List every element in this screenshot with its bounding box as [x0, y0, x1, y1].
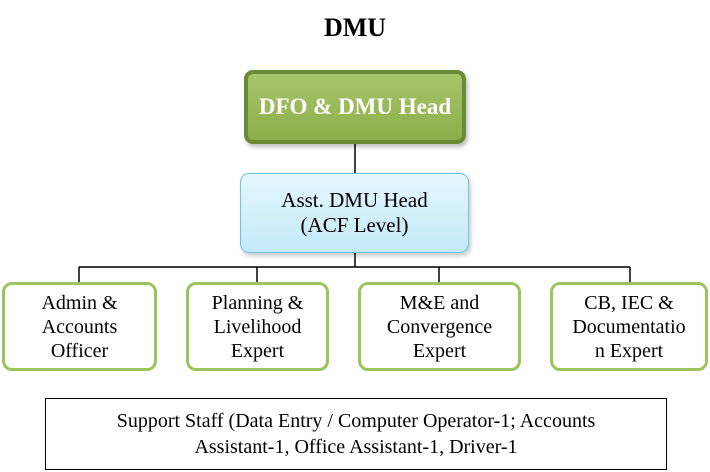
planning-livelihood-expert-box: Planning & Livelihood Expert — [186, 282, 329, 371]
asst-dmu-head-box: Asst. DMU Head (ACF Level) — [240, 173, 469, 253]
planning-livelihood-expert-label: Planning & Livelihood Expert — [211, 291, 304, 362]
admin-accounts-officer-box: Admin & Accounts Officer — [2, 282, 157, 371]
support-staff-label: Support Staff (Data Entry / Computer Ope… — [116, 410, 596, 458]
me-convergence-expert-box: M&E and Convergence Expert — [358, 282, 521, 371]
cb-iec-documentation-expert-box: CB, IEC & Documentatio n Expert — [550, 282, 708, 371]
dfo-dmu-head-label: DFO & DMU Head — [258, 94, 452, 119]
diagram-title: DMU — [323, 13, 387, 42]
cb-iec-documentation-expert-label: CB, IEC & Documentatio n Expert — [572, 291, 686, 362]
asst-dmu-head-label: Asst. DMU Head (ACF Level) — [281, 188, 428, 237]
dfo-dmu-head-box: DFO & DMU Head — [244, 70, 466, 144]
support-staff-box: Support Staff (Data Entry / Computer Ope… — [45, 398, 667, 470]
admin-accounts-officer-label: Admin & Accounts Officer — [41, 291, 118, 362]
me-convergence-expert-label: M&E and Convergence Expert — [386, 291, 493, 362]
